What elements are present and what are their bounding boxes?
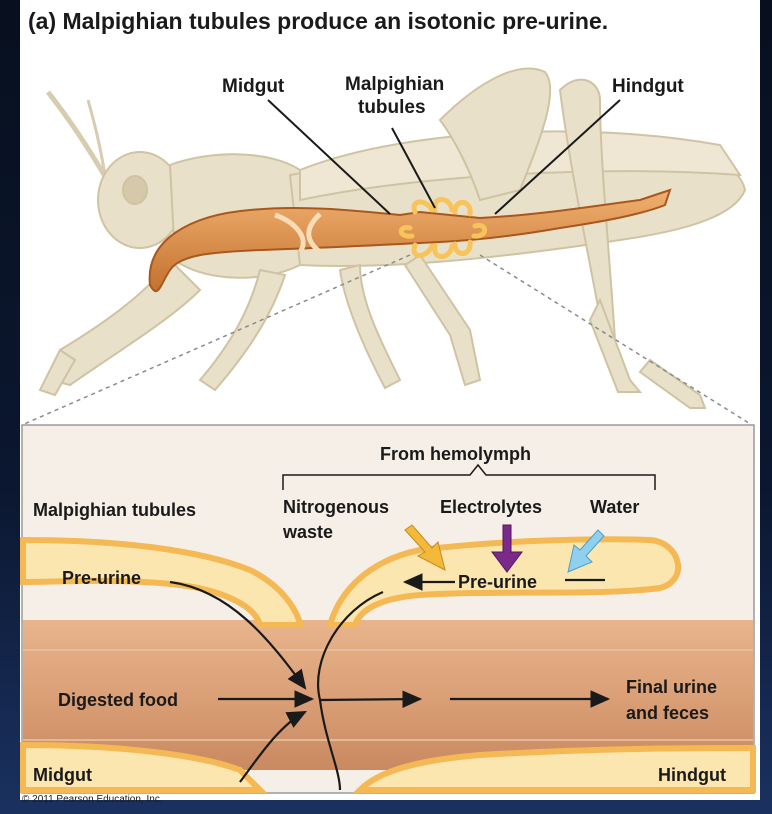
label-malpighian-top-2: tubules <box>358 97 426 118</box>
label-final-urine-2: and feces <box>626 703 709 723</box>
inset-panel <box>22 425 754 793</box>
label-water: Water <box>590 497 639 517</box>
label-hindgut-bottom: Hindgut <box>658 765 726 785</box>
label-preurine-left: Pre-urine <box>62 568 141 588</box>
label-hindgut-top: Hindgut <box>612 76 684 97</box>
label-nitrogenous-1: Nitrogenous <box>283 497 389 517</box>
label-nitrogenous-2: waste <box>282 522 333 542</box>
label-midgut-top: Midgut <box>222 76 285 97</box>
label-malpighian-tubules: Malpighian tubules <box>33 500 196 520</box>
label-digested-food: Digested food <box>58 690 178 710</box>
label-electrolytes: Electrolytes <box>440 497 542 517</box>
label-malpighian-top-1: Malpighian <box>345 74 444 95</box>
label-preurine-right: Pre-urine <box>458 572 537 592</box>
label-from-hemolymph: From hemolymph <box>380 444 531 464</box>
label-midgut-bottom: Midgut <box>33 765 92 785</box>
copyright-notice: © 2011 Pearson Education, Inc. <box>22 794 163 805</box>
label-final-urine-1: Final urine <box>626 677 717 697</box>
